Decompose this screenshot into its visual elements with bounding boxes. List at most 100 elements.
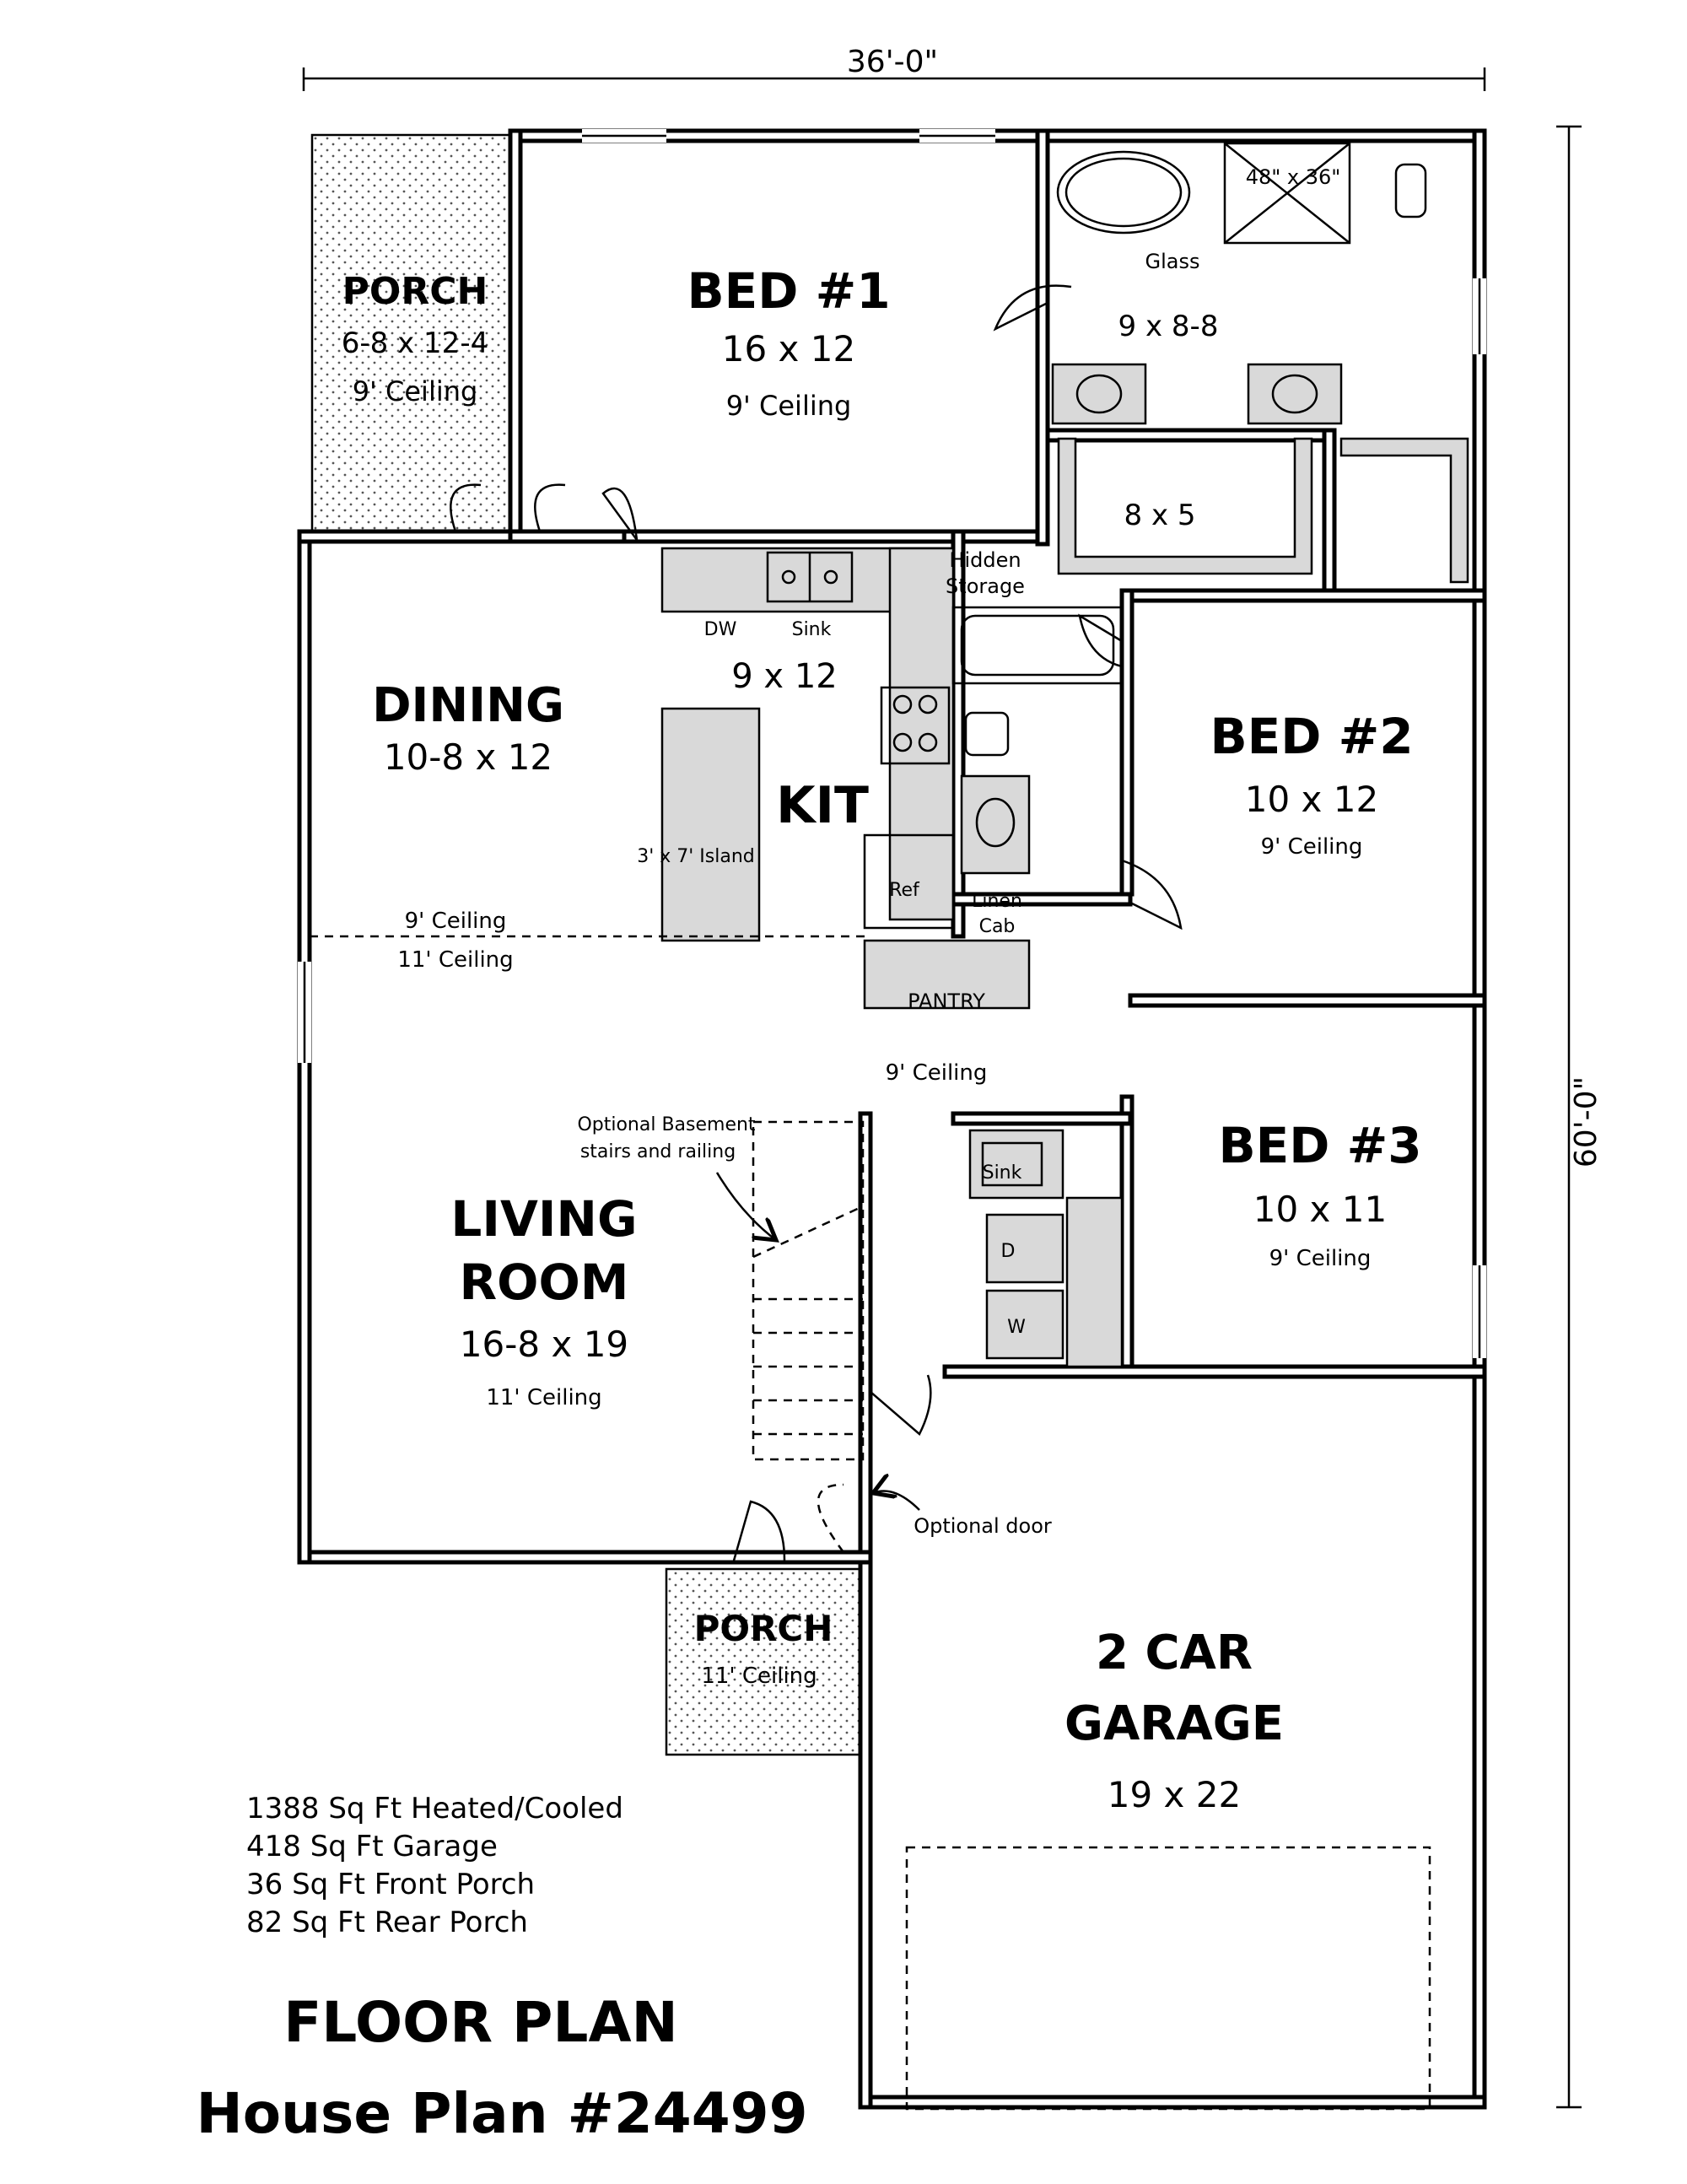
depth-label: 60'-0"	[1569, 1076, 1603, 1167]
bed2-ceiling: 9' Ceiling	[1261, 834, 1363, 860]
bed1-ceiling: 9' Ceiling	[726, 390, 852, 422]
pantry-labels: PANTRY 9' Ceiling	[886, 990, 988, 1086]
basement-note-line2: stairs and railing	[580, 1141, 736, 1162]
kitchen-counters	[660, 547, 1124, 942]
tub-icon	[951, 606, 1124, 685]
washer-label: W	[1007, 1317, 1026, 1338]
shower-size: 48" x 36"	[1246, 165, 1341, 189]
sink-icon	[1271, 374, 1318, 414]
stat-line: 36 Sq Ft Front Porch	[246, 1868, 535, 1901]
width-dimension: 36'-0"	[302, 45, 1486, 91]
master-bath	[1051, 142, 1427, 425]
front-porch-title: PORCH	[694, 1608, 833, 1649]
hidden-storage-labels: Hidden Storage	[946, 548, 1025, 598]
garage-labels: 2 CAR GARAGE 19 x 22	[1064, 1626, 1284, 1815]
kitchen-labels: DW Sink 9 x 12 KIT 3' x 7' Island Ref	[637, 619, 920, 901]
basement-note: Optional Basement stairs and railing	[577, 1114, 755, 1162]
glass-label: Glass	[1145, 250, 1200, 273]
linen-line1: Linen	[972, 891, 1022, 912]
living-title-line2: ROOM	[460, 1254, 629, 1311]
front-porch-labels: PORCH 11' Ceiling	[694, 1608, 833, 1689]
garage-size: 19 x 22	[1108, 1774, 1241, 1815]
dining-ceiling: 9' Ceiling	[405, 909, 507, 934]
exterior-walls	[297, 128, 1487, 2110]
stat-line: 418 Sq Ft Garage	[246, 1830, 498, 1863]
dining-size: 10-8 x 12	[384, 736, 552, 778]
utility-sink-icon	[981, 1141, 1043, 1187]
pantry-shelves	[863, 939, 1031, 1010]
pantry-title: PANTRY	[908, 990, 985, 1013]
rear-porch-ceiling: 9' Ceiling	[353, 375, 478, 407]
living-title-line1: LIVING	[450, 1190, 637, 1248]
rear-porch-size: 6-8 x 12-4	[342, 326, 488, 360]
dining-labels: DINING 10-8 x 12 9' Ceiling 11' Ceiling	[372, 678, 564, 973]
optional-door-swing	[817, 1483, 845, 1553]
optional-door-label: Optional door	[914, 1514, 1052, 1538]
closet-shelves	[1339, 437, 1469, 584]
bed3-size: 10 x 11	[1253, 1189, 1387, 1230]
toilet-icon	[1394, 163, 1427, 218]
ref-label: Ref	[889, 880, 920, 901]
linen-labels: Linen Cab	[972, 891, 1022, 937]
hidden-storage-line2: Storage	[946, 574, 1025, 598]
windows	[298, 129, 1486, 1358]
dryer-label: D	[1001, 1241, 1016, 1262]
island-label: 3' x 7' Island	[637, 846, 755, 867]
kitchen-sink-label: Sink	[792, 619, 832, 640]
front-porch-ceiling: 11' Ceiling	[701, 1664, 817, 1689]
bed3-labels: BED #3 10 x 11 9' Ceiling	[1218, 1117, 1421, 1271]
closet-shelves	[1057, 437, 1313, 575]
bed3-ceiling: 9' Ceiling	[1269, 1246, 1372, 1271]
dw-label: DW	[704, 619, 737, 640]
linen-line2: Cab	[979, 916, 1016, 937]
living-labels: LIVING ROOM 16-8 x 19 11' Ceiling	[450, 1190, 637, 1410]
kitchen-island	[660, 707, 761, 942]
interior-walls	[508, 128, 1487, 1555]
living-size: 16-8 x 19	[460, 1324, 628, 1365]
square-footage-stats: 1388 Sq Ft Heated/Cooled 418 Sq Ft Garag…	[246, 1792, 623, 1939]
refrigerator-icon	[863, 833, 955, 930]
range-icon	[880, 686, 951, 765]
closet-size: 8 x 5	[1124, 499, 1196, 532]
toilet-icon	[964, 711, 1010, 757]
bed3-title: BED #3	[1218, 1117, 1421, 1174]
pantry-ceiling: 9' Ceiling	[886, 1060, 988, 1086]
dining-title: DINING	[372, 678, 564, 733]
bed1-size: 16 x 12	[722, 328, 855, 369]
hidden-storage-line1: Hidden	[949, 548, 1021, 572]
basement-stairs	[715, 1120, 865, 1461]
dryer-icon	[985, 1213, 1064, 1284]
width-label: 36'-0"	[847, 45, 938, 79]
laundry	[968, 1129, 1124, 1368]
doors	[450, 284, 1183, 1561]
laundry-labels: Sink D W	[983, 1162, 1027, 1338]
garage-title-line1: 2 CAR	[1096, 1626, 1253, 1680]
plan-title-line1: FLOOR PLAN	[283, 1990, 678, 2055]
dining-ceiling-lower: 11' Ceiling	[397, 947, 513, 973]
bed2-size: 10 x 12	[1245, 779, 1378, 820]
master-bath-labels: 48" x 36" Glass 9 x 8-8	[1118, 165, 1341, 343]
sink-icon	[1075, 374, 1123, 414]
plan-title: FLOOR PLAN House Plan #24499	[196, 1990, 807, 2146]
stat-line: 1388 Sq Ft Heated/Cooled	[246, 1792, 623, 1825]
laundry-sink-label: Sink	[983, 1162, 1022, 1184]
bed1-labels: BED #1 16 x 12 9' Ceiling	[687, 262, 890, 422]
rear-porch-labels: PORCH 6-8 x 12-4 9' Ceiling	[342, 270, 488, 407]
kitchen-size: 9 x 12	[731, 657, 837, 696]
bathtub-icon	[1056, 150, 1191, 235]
plan-title-line2: House Plan #24499	[196, 2081, 807, 2146]
living-ceiling: 11' Ceiling	[486, 1385, 601, 1410]
washer-icon	[985, 1289, 1064, 1360]
rear-porch-title: PORCH	[342, 270, 488, 313]
bed2-labels: BED #2 10 x 12 9' Ceiling	[1210, 708, 1413, 860]
stat-line: 82 Sq Ft Rear Porch	[246, 1906, 528, 1939]
bed2-title: BED #2	[1210, 708, 1413, 765]
kitchen-title: KIT	[776, 776, 869, 835]
garage-title-line2: GARAGE	[1064, 1696, 1284, 1751]
garage-door	[905, 1846, 1431, 2111]
sink-icon	[975, 797, 1016, 848]
bed1-title: BED #1	[687, 262, 890, 320]
master-bath-size: 9 x 8-8	[1118, 310, 1219, 343]
basement-note-line1: Optional Basement	[577, 1114, 755, 1135]
